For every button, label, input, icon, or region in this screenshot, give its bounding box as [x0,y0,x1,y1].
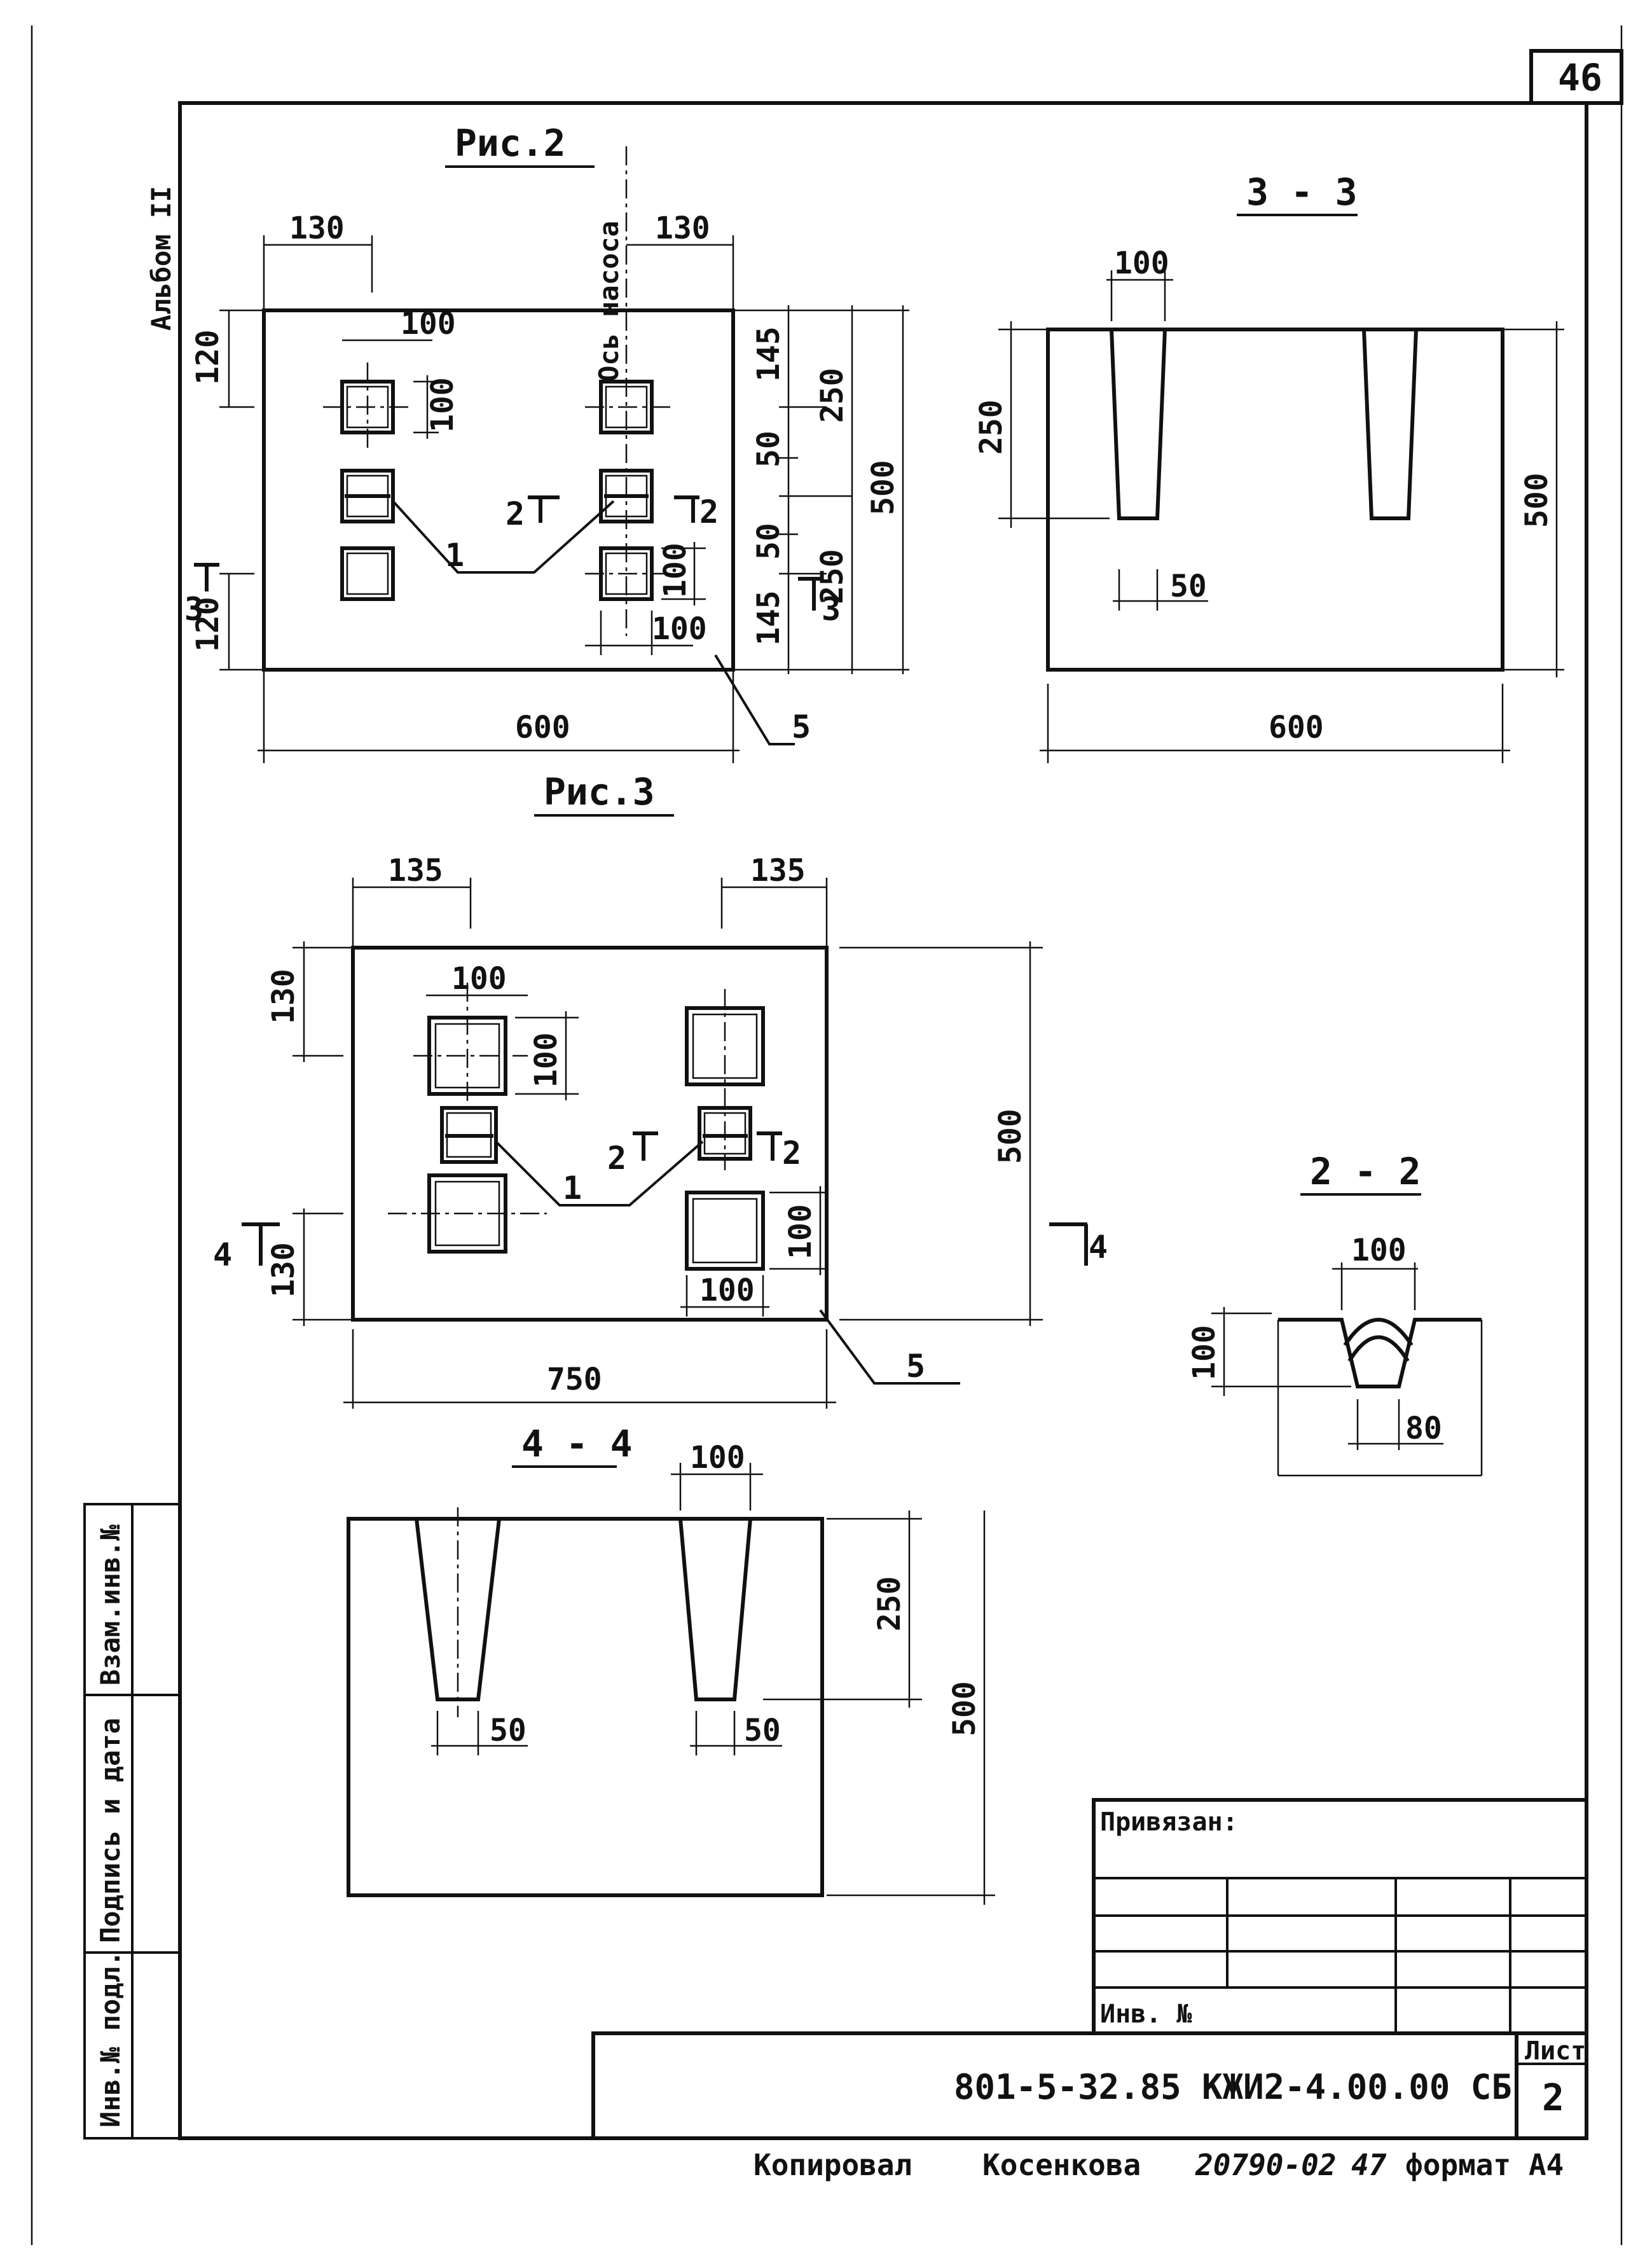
sec22-dim-top: 100 [1351,1233,1407,1268]
sec44-dim-top: 100 [690,1440,745,1476]
sec44-dim-depth: 250 [872,1576,907,1631]
album-label: Альбом II [146,186,177,331]
drawing-designation: 801-5-32.85 КЖИ2-4.00.00 СБ [954,2067,1512,2107]
sheet-label: Лист [1525,2036,1586,2066]
fig3-dim-top-left: 135 [388,853,443,888]
stamp-replace-inv: Взам.инв.№ [95,1525,126,1685]
fig2-plan [194,146,909,763]
fig2-section-3-right: 3 [822,591,841,628]
fig2-dim-left-bottom: 120 [190,597,226,652]
title-attached: Привязан: [1100,1808,1238,1837]
fig3-dim-hole-h: 100 [528,1032,564,1088]
fig2-dim-right-145a: 145 [751,326,787,382]
title-block [591,1798,1588,2140]
fig2-dim-hole-w: 100 [401,306,456,342]
fig2-dim-right-50b: 50 [751,523,787,560]
sec44-dim-height: 500 [947,1681,982,1736]
page-number: 46 [1558,56,1602,99]
fig2-section-3-left: 3 [184,591,203,628]
fig3-callout-1: 1 [563,1170,582,1207]
fig2-callout-5: 5 [792,709,811,745]
sec33-dim-bottom: 50 [1170,569,1207,604]
fig2-dim-left-top: 120 [190,329,226,385]
stamp-inv-orig: Инв.№ подл. [95,1951,126,2127]
fig3-dim-hole-w2: 100 [699,1273,755,1308]
sec33-dim-left: 250 [974,399,1009,455]
fig3-dim-left-bottom: 130 [266,1242,301,1297]
footer-num: 47 [1351,2148,1387,2182]
fig2-section-2-right: 2 [699,494,719,530]
title-inv: Инв. № [1100,2000,1192,2029]
fig2-title: Рис.2 [455,121,566,165]
fig3-dim-hole-w: 100 [451,961,507,997]
fig3-callout-5: 5 [906,1348,925,1385]
fig2-dim-right-500: 500 [865,460,901,515]
sec33-dim-right: 500 [1519,473,1555,528]
fig3-dim-bottom: 750 [547,1362,602,1397]
side-stamp [83,1503,181,2140]
stamp-signature-date: Подпись и дата [95,1718,126,1943]
fig3-section-4-right: 4 [1089,1229,1108,1266]
fig3-section-4-left: 4 [213,1236,232,1273]
sec22-dim-bottom: 80 [1405,1411,1442,1446]
fig2-dim-bottom: 600 [515,710,570,745]
footer-copied: Копировал [754,2148,912,2182]
sec33-drawing [998,270,1564,763]
fig3-section-2-left: 2 [607,1140,626,1177]
sec44-dim-bottom-a: 50 [490,1713,527,1748]
sec33-title: 3 - 3 [1246,170,1358,214]
fig3-dim-right-500: 500 [993,1109,1028,1164]
fig2-dim-hole-w2: 100 [652,611,707,647]
sec44-drawing [347,1463,995,1905]
fig3-dim-hole-h2: 100 [783,1204,818,1259]
sec44-title: 4 - 4 [521,1422,633,1465]
fig2-dim-top-left: 130 [289,211,345,246]
fig2-dim-top-right: 130 [655,211,710,246]
sec33-dim-top: 100 [1114,245,1169,281]
fig2-dim-hole-h: 100 [425,377,460,432]
fig2-dim-right-50a: 50 [751,431,787,467]
fig2-dim-right-250b: 250 [815,549,850,604]
footer-format: формат А4 [1405,2148,1564,2182]
fig3-dim-left-top: 130 [266,969,301,1024]
fig3-section-2-right: 2 [782,1135,801,1172]
fig3-title: Рис.3 [544,770,655,813]
fig2-dim-right-250a: 250 [815,368,850,423]
fig3-plan [242,878,1088,1409]
sheet-number: 2 [1542,2076,1564,2119]
fig3-dim-top-right: 135 [750,853,806,888]
fig2-axis-note: Ось насоса [593,221,624,382]
sec44-dim-bottom-b: 50 [744,1713,781,1748]
sec33-dim-width: 600 [1269,710,1324,745]
sec22-title: 2 - 2 [1310,1150,1421,1193]
fig2-section-2-left: 2 [506,495,525,532]
sec22-dim-left: 100 [1187,1325,1222,1380]
footer-order: 20790-02 [1195,2148,1337,2182]
fig2-callout-1: 1 [445,537,464,574]
fig2-dim-hole-h2: 100 [657,543,693,598]
footer-name: Косенкова [982,2148,1141,2182]
sec22-drawing [1211,1262,1483,1477]
fig2-dim-right-145b: 145 [751,590,787,646]
